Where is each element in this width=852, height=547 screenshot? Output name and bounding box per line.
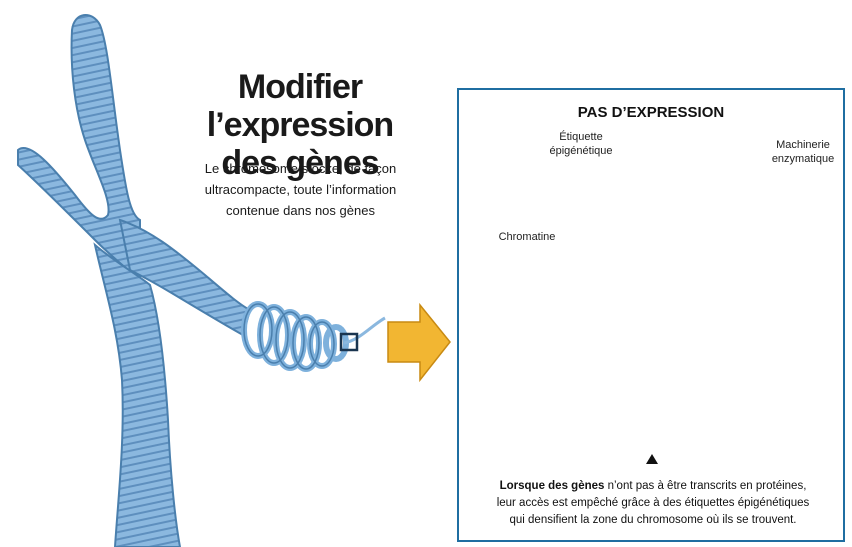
- label-tag-line-1: Étiquette: [531, 130, 631, 144]
- panel-title: PAS D’EXPRESSION: [459, 104, 843, 121]
- title-line-1: Modifier l’expression: [150, 68, 450, 144]
- caption-line-2: leur accès est empêché grâce à des étiqu…: [483, 495, 823, 512]
- label-machinery-line-2: enzymatique: [761, 152, 845, 166]
- label-machinery-line-1: Machinerie: [761, 138, 845, 152]
- caption-bold: Lorsque des gènes: [500, 480, 605, 492]
- triangle-marker-icon: [646, 454, 658, 464]
- label-chromatin: Chromatine: [487, 230, 567, 244]
- subtitle-line-3: contenue dans nos gènes: [178, 200, 423, 221]
- subtitle-line-1: Le chromosome stocke, de façon: [178, 158, 423, 179]
- arrow-icon: [388, 305, 450, 380]
- dna-strand: [344, 318, 385, 343]
- caption: Lorsque des gènes n’ont pas à être trans…: [483, 478, 823, 529]
- caption-line-1: Lorsque des gènes n’ont pas à être trans…: [483, 478, 823, 495]
- caption-line-3: qui densifient la zone du chromosome où …: [483, 512, 823, 529]
- subtitle-line-2: ultracompacte, toute l’information: [178, 179, 423, 200]
- label-tag-line-2: épigénétique: [531, 144, 631, 158]
- chromosome-arm: [18, 15, 140, 280]
- no-expression-panel: PAS D’EXPRESSION Étiquette épigénétique …: [457, 88, 845, 542]
- subtitle: Le chromosome stocke, de façon ultracomp…: [178, 158, 423, 221]
- caption-line-1-rest: n’ont pas à être transcrits en protéines…: [604, 480, 806, 492]
- label-epigenetic-tag: Étiquette épigénétique: [531, 130, 631, 158]
- label-enzymatic-machinery: Machinerie enzymatique: [761, 138, 845, 166]
